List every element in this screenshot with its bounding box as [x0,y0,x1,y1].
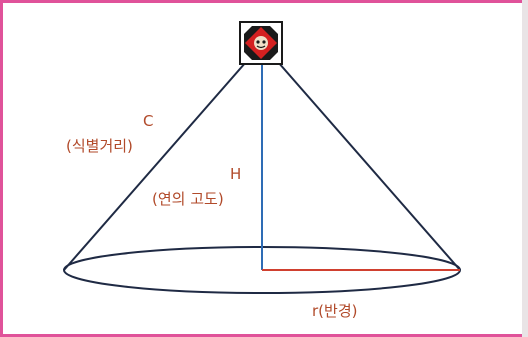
cone-right-edge [277,61,461,271]
kite-icon [239,21,283,65]
radius-label: r(반경) [312,302,358,320]
c-description-label: (식별거리) [66,137,133,155]
page-edge-strip [522,0,528,337]
h-letter-label: H [230,165,242,183]
cone-left-edge [63,61,247,271]
h-description-label: (연의 고도) [152,190,224,208]
c-letter-label: C [143,112,154,130]
